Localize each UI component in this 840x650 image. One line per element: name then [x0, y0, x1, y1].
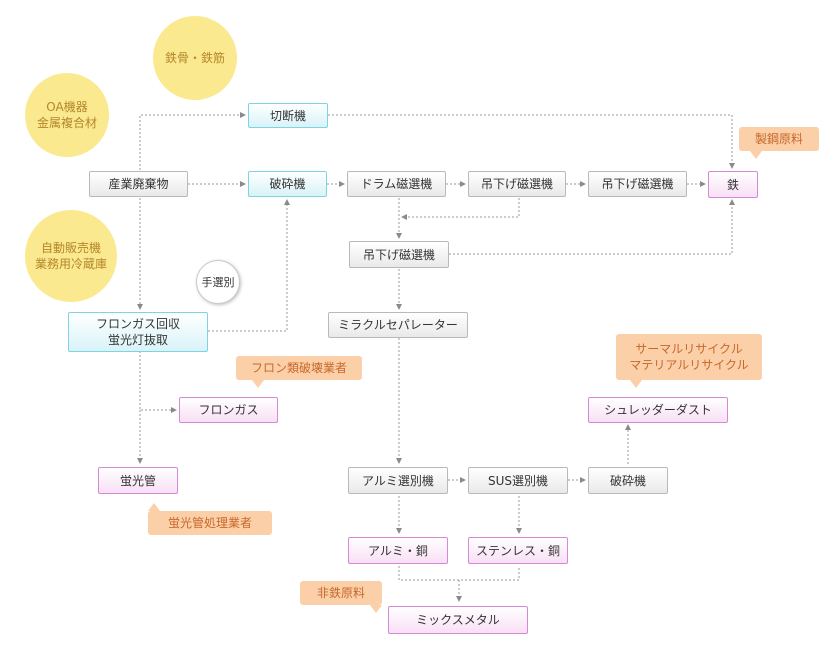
node-alu-copper: アルミ・銅 [348, 537, 448, 564]
tag-tail [370, 605, 382, 613]
bubble-steel-frame: 鉄骨・鉄筋 [153, 16, 237, 100]
edge-hanging1-down [401, 198, 520, 220]
edge-freonrecovery-freongas [139, 351, 177, 413]
tag-freon-contractor: フロン類破壊業者 [236, 356, 362, 380]
edge-merge-mix [398, 566, 520, 581]
callout-hand-sorting: 手選別 [196, 260, 240, 304]
node-freon-gas: フロンガス [179, 397, 278, 423]
tag-steel-material: 製鋼原料 [739, 127, 819, 151]
tag-tail [148, 503, 160, 511]
tag-tail [750, 151, 762, 159]
node-miracle-separator: ミラクルセパレーター [328, 312, 468, 338]
node-crusher-1: 破砕機 [248, 171, 327, 197]
node-iron: 鉄 [708, 171, 758, 198]
tag-tail [252, 380, 264, 388]
edge-cutter-iron [328, 114, 735, 169]
node-hanging-magnet-2: 吊下げ磁選機 [588, 171, 687, 197]
bubble-oa-equipment: OA機器 金属複合材 [25, 73, 109, 157]
tag-tail [630, 380, 642, 388]
node-hanging-magnet-3: 吊下げ磁選機 [349, 241, 449, 268]
node-stainless-copper: ステンレス・銅 [468, 537, 568, 564]
node-cutter: 切断機 [248, 103, 328, 128]
tag-tube-contractor: 蛍光管処理業者 [148, 511, 272, 535]
node-sus-sorter: SUS選別機 [468, 467, 568, 494]
node-mixed-metal: ミックスメタル [388, 606, 528, 634]
node-industrial-waste: 産業廃棄物 [89, 171, 188, 197]
node-hanging-magnet-1: 吊下げ磁選機 [468, 171, 566, 197]
node-crusher-2: 破砕機 [588, 467, 668, 494]
tag-nonferrous: 非鉄原料 [300, 581, 382, 605]
tag-thermal-recycle: サーマルリサイクル マテリアルリサイクル [616, 334, 762, 380]
edge-hanging3-iron [449, 199, 735, 255]
bubble-vending-machine: 自動販売機 業務用冷蔵庫 [25, 210, 117, 302]
node-shredder-dust: シュレッダーダスト [588, 397, 728, 423]
node-freon-recovery: フロンガス回収 蛍光灯抜取 [68, 312, 208, 352]
node-fluorescent-tube: 蛍光管 [98, 467, 178, 494]
node-drum-magnet: ドラム磁選機 [347, 171, 446, 197]
node-aluminum-sorter: アルミ選別機 [348, 467, 448, 494]
edge-waste-cutter [139, 112, 246, 170]
